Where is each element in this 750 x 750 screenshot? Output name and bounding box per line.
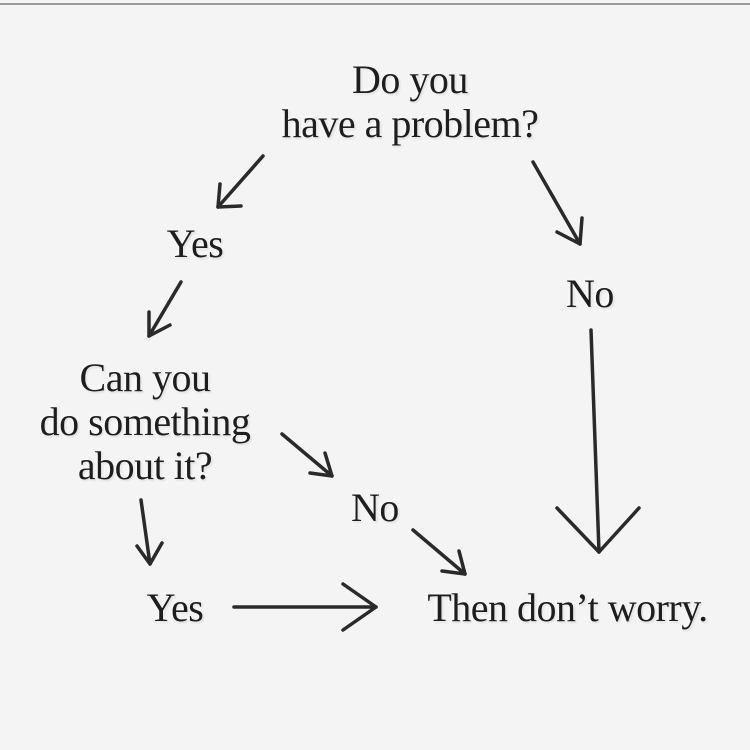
arrow-problem-to-yes xyxy=(216,154,265,209)
answer-no-can-do: No xyxy=(351,485,399,530)
arrow-question2-to-yes xyxy=(135,498,164,566)
arrow-yes-to-question2 xyxy=(147,280,183,338)
question-have-problem: Do you have a problem? xyxy=(281,57,539,146)
question-can-do-something: Can you do something about it? xyxy=(39,355,251,488)
answer-yes-can-do: Yes xyxy=(146,585,204,630)
arrow-yes2-to-conclusion xyxy=(232,582,378,632)
arrow-problem-to-no xyxy=(531,160,584,246)
answer-no-problem: No xyxy=(566,271,614,316)
arrow-no2-to-conclusion xyxy=(411,528,467,576)
answer-yes-problem: Yes xyxy=(166,221,224,266)
arrow-question2-to-no xyxy=(280,432,334,478)
conclusion-dont-worry: Then don’t worry. xyxy=(427,585,708,630)
arrow-no1-to-conclusion xyxy=(555,328,641,554)
top-border xyxy=(0,3,750,5)
